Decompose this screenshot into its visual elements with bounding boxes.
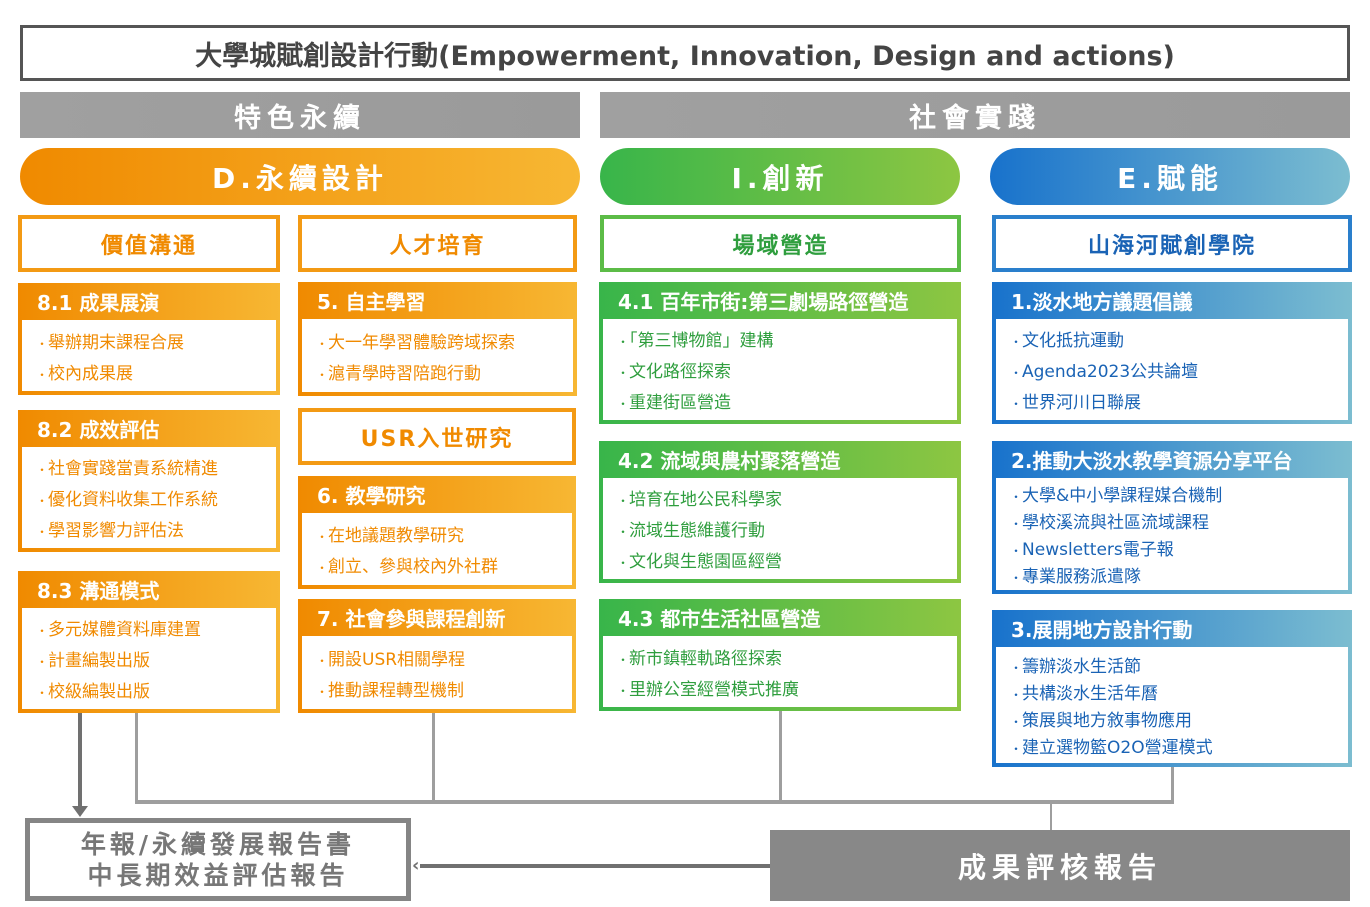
list-item: 文化路徑探索 bbox=[617, 357, 957, 382]
list-item: 多元媒體資料庫建置 bbox=[36, 615, 276, 640]
box-title: 8.3 溝通模式 bbox=[37, 579, 160, 603]
box-body: 在地議題教學研究創立、參與校內外社群 bbox=[302, 513, 572, 585]
list-item: 大學&中小學課程媒合機制 bbox=[1010, 481, 1348, 506]
box-6: 6. 教學研究在地議題教學研究創立、參與校內外社群 bbox=[298, 476, 576, 589]
list-item: 建立選物籃O2O營運模式 bbox=[1010, 733, 1348, 758]
box-body: 「第三博物館」建構文化路徑探索重建街區營造 bbox=[603, 319, 957, 420]
list-item: 「第三博物館」建構 bbox=[617, 326, 957, 351]
box-e1: 1.淡水地方議題倡議文化抵抗運動 Agenda2023公共論壇世界河川日聯展 bbox=[992, 282, 1352, 424]
list-item: 學校溪流與社區流域課程 bbox=[1010, 508, 1348, 533]
list-item: 校內成果展 bbox=[36, 359, 276, 384]
list-item: 開設USR相關學程 bbox=[316, 645, 572, 670]
arrow-down-icon bbox=[72, 806, 88, 817]
box-8-2: 8.2 成效評估社會實踐當責系統精進優化資料收集工作系統學習影響力評估法 bbox=[18, 410, 280, 552]
list-item: 優化資料收集工作系統 bbox=[36, 485, 276, 510]
list-item: 創立、參與校內外社群 bbox=[316, 552, 572, 577]
box-title: 1.淡水地方議題倡議 bbox=[1011, 290, 1193, 314]
list-item: 在地議題教學研究 bbox=[316, 521, 572, 546]
list-item: 校級編製出版 bbox=[36, 677, 276, 702]
sub-value-communication: 價值溝通 bbox=[18, 215, 280, 272]
box-body: 大學&中小學課程媒合機制學校溪流與社區流域課程Newsletters電子報專業服… bbox=[996, 478, 1348, 590]
box-title: 7. 社會參與課程創新 bbox=[317, 607, 506, 631]
sub-talent: 人才培育 bbox=[298, 215, 577, 272]
list-item: 推動課程轉型機制 bbox=[316, 676, 572, 701]
connector-line bbox=[432, 713, 435, 803]
pill-i-innovation: I.創新 bbox=[600, 148, 960, 205]
connector-line bbox=[1171, 767, 1174, 803]
list-item: 重建街區營造 bbox=[617, 388, 957, 413]
box-8-3: 8.3 溝通模式多元媒體資料庫建置計畫編製出版校級編製出版 bbox=[18, 571, 280, 713]
annual-report-box: 年報/永續發展報告書 中長期效益評估報告 bbox=[25, 818, 411, 901]
list-item: 培育在地公民科學家 bbox=[617, 485, 957, 510]
box-body: 籌辦淡水生活節共構淡水生活年曆策展與地方敘事物應用建立選物籃O2O營運模式 bbox=[996, 647, 1348, 763]
box-title: 4.2 流域與農村聚落營造 bbox=[618, 449, 841, 473]
box-e3: 3.展開地方設計行動籌辦淡水生活節共構淡水生活年曆策展與地方敘事物應用建立選物籃… bbox=[992, 610, 1352, 767]
arrow-line bbox=[420, 864, 770, 868]
arrow-left-icon: ‹ bbox=[412, 855, 420, 876]
box-4-1: 4.1 百年市街:第三劇場路徑營造「第三博物館」建構文化路徑探索重建街區營造 bbox=[599, 282, 961, 424]
box-e2: 2.推動大淡水教學資源分享平台大學&中小學課程媒合機制學校溪流與社區流域課程Ne… bbox=[992, 441, 1352, 594]
sub-usr-research: USR入世研究 bbox=[298, 408, 576, 465]
list-item: 流域生態維護行動 bbox=[617, 516, 957, 541]
box-5: 5. 自主學習大一年學習體驗跨域探索滬青學時習陪跑行動 bbox=[298, 282, 577, 396]
pill-e-empowerment: E.賦能 bbox=[990, 148, 1350, 205]
list-item: 共構淡水生活年曆 bbox=[1010, 679, 1348, 704]
box-title: 4.3 都市生活社區營造 bbox=[618, 607, 821, 631]
box-body: 社會實踐當責系統精進優化資料收集工作系統學習影響力評估法 bbox=[22, 447, 276, 548]
connector-line bbox=[135, 800, 1174, 804]
box-7: 7. 社會參與課程創新開設USR相關學程推動課程轉型機制 bbox=[298, 599, 576, 713]
list-item: 里辦公室經營模式推廣 bbox=[617, 675, 957, 700]
annual-report-line1: 年報/永續發展報告書 bbox=[80, 829, 356, 859]
box-title: 8.1 成果展演 bbox=[37, 291, 160, 315]
list-item: 專業服務派遣隊 bbox=[1010, 562, 1348, 587]
box-title: 4.1 百年市街:第三劇場路徑營造 bbox=[618, 290, 909, 314]
page-title: 大學城賦創設計行動(Empowerment, Innovation, Desig… bbox=[20, 25, 1350, 81]
box-body: 大一年學習體驗跨域探索滬青學時習陪跑行動 bbox=[302, 319, 573, 392]
list-item: 計畫編製出版 bbox=[36, 646, 276, 671]
box-body: 開設USR相關學程推動課程轉型機制 bbox=[302, 636, 572, 709]
list-item: 策展與地方敘事物應用 bbox=[1010, 706, 1348, 731]
box-title: 2.推動大淡水教學資源分享平台 bbox=[1011, 449, 1293, 473]
box-8-1: 8.1 成果展演舉辦期末課程合展校內成果展 bbox=[18, 283, 280, 395]
connector-line bbox=[779, 711, 782, 803]
list-item: 學習影響力評估法 bbox=[36, 516, 276, 541]
box-body: 多元媒體資料庫建置計畫編製出版校級編製出版 bbox=[22, 608, 276, 709]
sub-academy: 山海河賦創學院 bbox=[992, 215, 1352, 272]
box-title: 8.2 成效評估 bbox=[37, 418, 160, 442]
connector-line bbox=[135, 713, 138, 803]
box-4-2: 4.2 流域與農村聚落營造培育在地公民科學家流域生態維護行動文化與生態園區經營 bbox=[599, 441, 961, 583]
annual-report-line2: 中長期效益評估報告 bbox=[87, 860, 349, 890]
assessment-report-box: 成果評核報告 bbox=[770, 830, 1350, 901]
list-item: 世界河川日聯展 bbox=[1010, 388, 1348, 413]
list-item: 舉辦期末課程合展 bbox=[36, 328, 276, 353]
list-item: 籌辦淡水生活節 bbox=[1010, 652, 1348, 677]
box-body: 舉辦期末課程合展校內成果展 bbox=[22, 320, 276, 391]
box-body: 文化抵抗運動 Agenda2023公共論壇世界河川日聯展 bbox=[996, 319, 1348, 420]
box-title: 6. 教學研究 bbox=[317, 484, 426, 508]
list-item: 新市鎮輕軌路徑探索 bbox=[617, 644, 957, 669]
box-body: 新市鎮輕軌路徑探索里辦公室經營模式推廣 bbox=[603, 636, 957, 707]
list-item: Newsletters電子報 bbox=[1010, 535, 1348, 560]
list-item: 文化抵抗運動 bbox=[1010, 326, 1348, 351]
list-item: Agenda2023公共論壇 bbox=[1010, 357, 1348, 382]
list-item: 大一年學習體驗跨域探索 bbox=[316, 328, 573, 353]
box-title: 5. 自主學習 bbox=[317, 290, 426, 314]
box-body: 培育在地公民科學家流域生態維護行動文化與生態園區經營 bbox=[603, 478, 957, 579]
box-4-3: 4.3 都市生活社區營造新市鎮輕軌路徑探索里辦公室經營模式推廣 bbox=[599, 599, 961, 711]
banner-social-practice: 社會實踐 bbox=[600, 92, 1350, 138]
sub-field: 場域營造 bbox=[600, 215, 961, 272]
connector-line bbox=[1050, 803, 1052, 830]
banner-sustainability: 特色永續 bbox=[20, 92, 580, 138]
pill-d-sustainable-design: D.永續設計 bbox=[20, 148, 580, 205]
list-item: 滬青學時習陪跑行動 bbox=[316, 359, 573, 384]
list-item: 文化與生態園區經營 bbox=[617, 547, 957, 572]
arrow-line bbox=[78, 713, 82, 809]
list-item: 社會實踐當責系統精進 bbox=[36, 454, 276, 479]
box-title: 3.展開地方設計行動 bbox=[1011, 618, 1193, 642]
